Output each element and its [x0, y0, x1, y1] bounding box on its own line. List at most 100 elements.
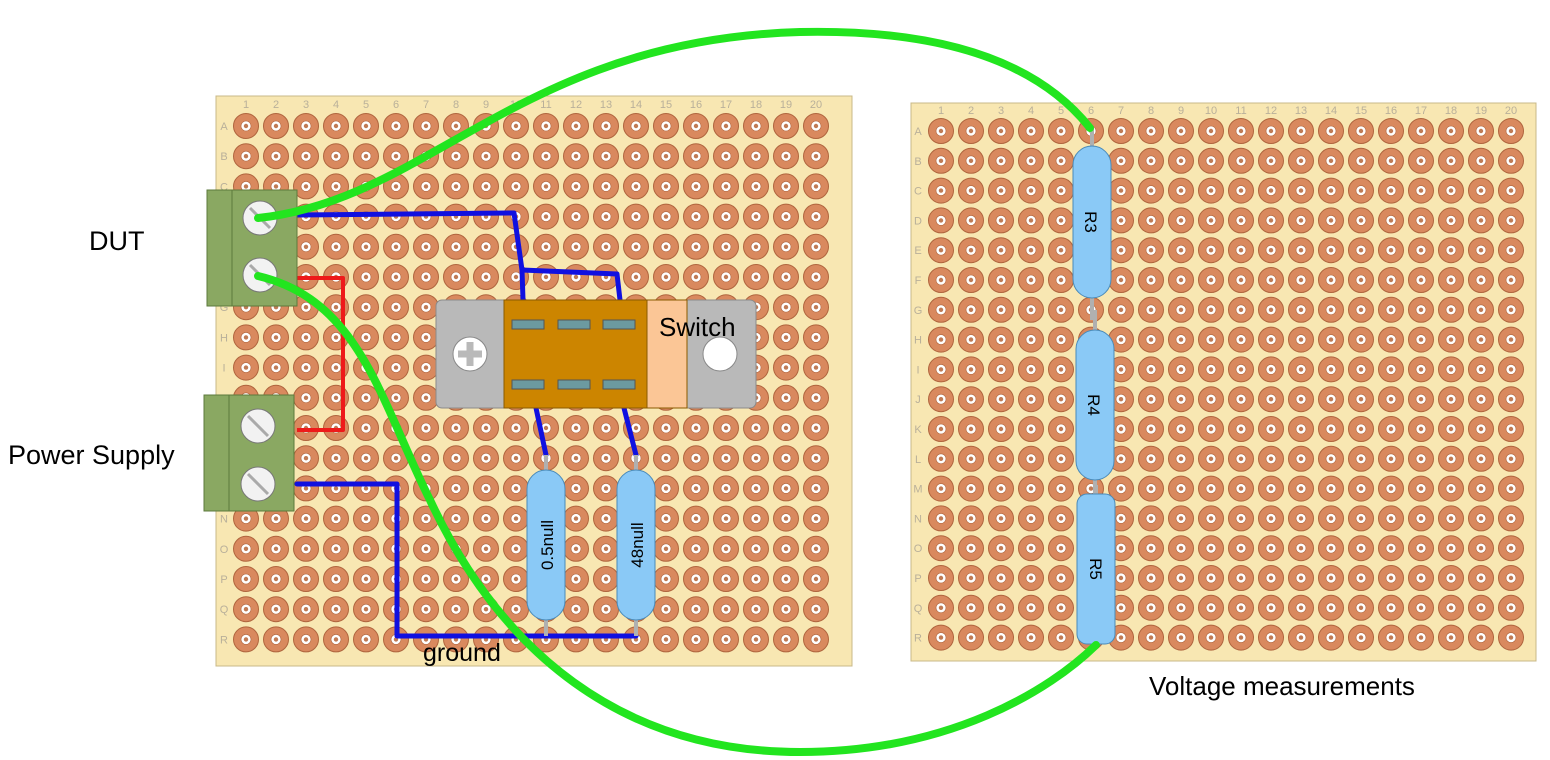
switch-mount-hole-right: [702, 336, 738, 372]
solder-pad: [1348, 326, 1374, 353]
solder-pad: [413, 505, 439, 532]
row-letter: C: [914, 186, 922, 198]
solder-pad: [1108, 416, 1134, 442]
solder-pad: [1228, 237, 1254, 264]
solder-pad: [1378, 594, 1404, 621]
solder-pad: [1168, 118, 1194, 144]
solder-pad: [563, 233, 589, 260]
slide-switch[interactable]: Switch: [435, 299, 757, 409]
solder-pad: [383, 354, 409, 381]
solder-pad: [803, 354, 829, 381]
solder-pad: [1348, 416, 1374, 442]
solder-pad: [1018, 505, 1044, 532]
solder-pad: [413, 566, 439, 592]
solder-pad: [1138, 386, 1164, 413]
solder-pad: [958, 326, 984, 353]
solder-pad: [1438, 118, 1464, 144]
solder-pad: [683, 113, 709, 139]
solder-pad: [353, 596, 379, 623]
solder-pad: [1378, 207, 1404, 234]
solder-pad: [743, 203, 769, 230]
solder-pad: [1378, 296, 1404, 323]
solder-pad: [1048, 535, 1074, 562]
solder-pad: [473, 475, 499, 502]
solder-pad: [473, 173, 499, 200]
solder-pad: [928, 594, 954, 621]
switch-knob[interactable]: [646, 299, 688, 409]
solder-pad: [653, 415, 679, 441]
solder-pad: [1228, 445, 1254, 472]
solder-pad: [1198, 296, 1224, 323]
solder-pad: [293, 475, 319, 502]
column-number: 5: [1058, 105, 1064, 117]
solder-pad: [443, 445, 469, 472]
resistor-shunt-large[interactable]: 48null: [616, 455, 656, 636]
solder-pad: [1348, 177, 1374, 204]
row-letter: L: [915, 454, 921, 466]
resistor-shunt-small[interactable]: 0.5null: [526, 455, 566, 636]
resistor-r4[interactable]: R4: [1075, 310, 1115, 500]
row-letter: Q: [914, 603, 923, 615]
solder-pad: [1048, 177, 1074, 204]
solder-pad: [1198, 594, 1224, 621]
solder-pad: [1498, 594, 1524, 621]
row-letter: E: [914, 245, 921, 257]
solder-pad: [1318, 118, 1344, 144]
solder-pad: [1408, 475, 1434, 502]
solder-pad: [653, 264, 679, 290]
solder-pad: [773, 113, 799, 139]
solder-pad: [1228, 565, 1254, 591]
solder-pad: [958, 267, 984, 293]
solder-pad: [503, 535, 529, 562]
solder-pad: [323, 505, 349, 532]
solder-pad: [1258, 565, 1284, 591]
solder-pad: [1498, 296, 1524, 323]
solder-pad: [413, 354, 439, 381]
solder-pad: [988, 326, 1014, 353]
solder-pad: [803, 143, 829, 170]
solder-pad: [1318, 356, 1344, 383]
solder-pad: [1168, 594, 1194, 621]
solder-pad: [1138, 624, 1164, 651]
solder-pad: [1318, 445, 1344, 472]
column-number: 1: [938, 105, 944, 117]
column-number: 15: [660, 99, 672, 111]
solder-pad: [1258, 594, 1284, 621]
solder-pad: [1378, 356, 1404, 383]
solder-pad: [383, 324, 409, 351]
solder-pad: [1258, 207, 1284, 234]
solder-pad: [1198, 356, 1224, 383]
solder-pad: [773, 445, 799, 472]
resistor-r5[interactable]: R5: [1076, 485, 1116, 645]
column-number: 3: [303, 99, 309, 111]
solder-pad: [533, 113, 559, 139]
solder-pad: [803, 113, 829, 139]
resistor-r3[interactable]: R3: [1072, 128, 1112, 320]
solder-pad: [803, 294, 829, 321]
solder-pad: [773, 354, 799, 381]
solder-pad: [1498, 445, 1524, 472]
solder-pad: [1378, 147, 1404, 174]
solder-pad: [1288, 147, 1314, 174]
solder-pad: [443, 415, 469, 441]
solder-pad: [1408, 445, 1434, 472]
column-number: 12: [1265, 105, 1277, 117]
solder-pad: [743, 566, 769, 592]
solder-pad: [1198, 326, 1224, 353]
solder-pad: [293, 535, 319, 562]
power-supply-terminal-block[interactable]: [203, 394, 295, 512]
screw-icon: [240, 466, 276, 502]
row-letter: I: [916, 364, 919, 376]
solder-pad: [1138, 296, 1164, 323]
solder-pad: [263, 596, 289, 623]
solder-pad: [263, 626, 289, 653]
solder-pad: [1438, 356, 1464, 383]
solder-pad: [1258, 326, 1284, 353]
solder-pad: [928, 475, 954, 502]
solder-pad: [1108, 475, 1134, 502]
solder-pad: [988, 267, 1014, 293]
solder-pad: [1228, 386, 1254, 413]
solder-pad: [803, 384, 829, 411]
